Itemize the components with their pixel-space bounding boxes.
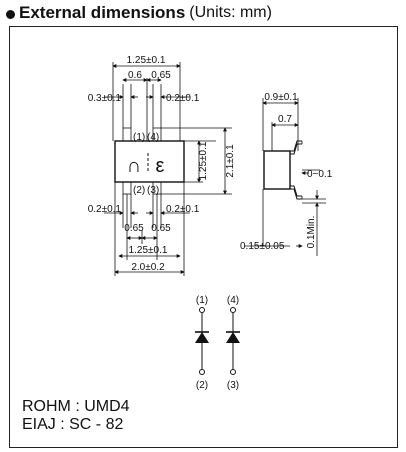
schematic-pin-4: (4) bbox=[227, 295, 239, 306]
dim-side-inner: 0.7 bbox=[278, 114, 292, 125]
side-view bbox=[244, 98, 326, 256]
dim-left-gap: 0.6 bbox=[128, 70, 142, 81]
lead-4 bbox=[152, 127, 162, 142]
dim-side-offset: 0~0.1 bbox=[307, 169, 333, 180]
dim-bottom-right-lead: 0.2±0.1 bbox=[166, 204, 200, 215]
drawing-frame bbox=[9, 26, 398, 448]
schematic-pin-2: (2) bbox=[196, 380, 208, 391]
dim-bottom-left-lead: 0.2±0.1 bbox=[88, 204, 122, 215]
dim-side-height: 0.9±0.1 bbox=[264, 92, 298, 103]
section-title: External dimensions bbox=[19, 3, 186, 22]
pin-label-3: (3) bbox=[147, 185, 159, 196]
diode-icon-left bbox=[195, 331, 209, 343]
lead-2 bbox=[122, 181, 132, 195]
dim-body-height: 1.25±0.1 bbox=[198, 141, 209, 180]
package-body bbox=[114, 140, 185, 183]
schematic-pin-3: (3) bbox=[227, 380, 239, 391]
dim-lead-thickness: 0.15±0.05 bbox=[240, 241, 285, 252]
section-header: External dimensions (Units: mm) bbox=[6, 2, 272, 24]
dim-left-lead: 0.3±0.1 bbox=[88, 93, 122, 104]
units-label: (Units: mm) bbox=[189, 4, 272, 21]
dim-overall-width: 2.0±0.2 bbox=[131, 262, 165, 273]
eiaj-package-label: EIAJ : SC - 82 bbox=[22, 416, 124, 433]
diode-icon-right bbox=[226, 331, 240, 343]
pin-label-1: (1) bbox=[133, 132, 145, 143]
schematic-pin-1: (1) bbox=[196, 295, 208, 306]
bullet-icon bbox=[6, 9, 15, 19]
side-body bbox=[263, 150, 291, 190]
body-mark-left: ∩ bbox=[127, 155, 141, 177]
lead-1 bbox=[122, 127, 132, 142]
dim-body-width: 1.25±0.1 bbox=[129, 245, 168, 256]
dim-left-pitch: 0.65 bbox=[124, 223, 144, 234]
dim-total-height: 2.1±0.1 bbox=[225, 144, 236, 178]
dim-standoff: 0.1Min. bbox=[306, 216, 317, 249]
dim-total-width: 1.25±0.1 bbox=[127, 55, 166, 66]
pin-label-4: (4) bbox=[147, 132, 159, 143]
pin-label-2: (2) bbox=[133, 185, 145, 196]
dim-right-gap: 0.65 bbox=[151, 70, 171, 81]
dim-right-lead: 0.2±0.1 bbox=[166, 93, 200, 104]
top-view bbox=[104, 62, 232, 276]
body-mark-right: ε bbox=[156, 155, 165, 177]
rohm-package-label: ROHM : UMD4 bbox=[22, 398, 130, 415]
dim-right-pitch: 0.65 bbox=[151, 223, 171, 234]
